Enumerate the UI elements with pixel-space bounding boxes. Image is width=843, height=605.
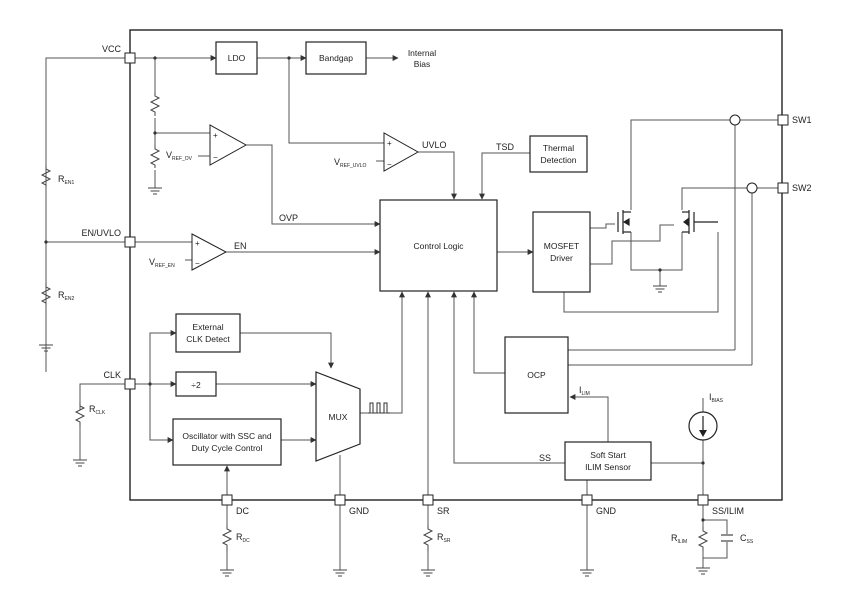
rilim-label: RILIM xyxy=(671,533,687,545)
bandgap-block: Bandgap xyxy=(305,41,367,75)
svg-text:MOSFET: MOSFET xyxy=(544,241,579,251)
uvlo-comparator: + − xyxy=(383,132,420,172)
divide-by-two-block: ÷2 xyxy=(175,371,217,397)
junction-dots xyxy=(44,56,705,522)
sr-pin xyxy=(422,494,434,506)
mosfet-sw2-icon xyxy=(682,210,718,234)
vcc-pin xyxy=(124,52,136,64)
ground-symbols xyxy=(39,187,710,577)
soft-start-block: Soft Start ILIM Sensor xyxy=(564,441,652,481)
clk-label: CLK xyxy=(103,370,121,380)
svg-text:LDO: LDO xyxy=(228,53,246,63)
clock-pulse-icon xyxy=(368,402,390,414)
sw1-sense-node xyxy=(729,114,741,126)
svg-text:Driver: Driver xyxy=(550,253,573,263)
ren1-label: REN1 xyxy=(58,174,74,186)
internal-bias-label: Internal xyxy=(408,48,436,58)
dc-pin xyxy=(221,494,233,506)
svg-text:Bandgap: Bandgap xyxy=(319,53,353,63)
ic-outline xyxy=(129,29,783,501)
dc-label: DC xyxy=(236,506,249,516)
svg-text:CLK Detect: CLK Detect xyxy=(186,334,230,344)
sw2-label: SW2 xyxy=(792,183,812,193)
ss-ilim-pin xyxy=(697,494,709,506)
rilim-resistor xyxy=(697,527,709,551)
ldo-block: LDO xyxy=(215,41,258,75)
svg-text:ILIM Sensor: ILIM Sensor xyxy=(585,462,631,472)
svg-text:External: External xyxy=(192,322,223,332)
vref-uvlo-label: VREF_UVLO xyxy=(334,157,367,169)
gnd-pin-2 xyxy=(581,494,593,506)
svg-text:−: − xyxy=(387,160,392,169)
en-uvlo-label: EN/UVLO xyxy=(81,228,121,238)
current-source-icon xyxy=(688,411,718,441)
gnd-pin-1 xyxy=(334,494,346,506)
svg-text:Duty Cycle Control: Duty Cycle Control xyxy=(192,443,263,453)
vref-ov-label: VREF_OV xyxy=(166,150,193,162)
mosfet-driver-block: MOSFET Driver xyxy=(532,211,591,293)
svg-text:+: + xyxy=(195,239,200,248)
ovp-comparator: + − xyxy=(209,124,248,166)
rsr-resistor xyxy=(422,525,434,551)
rsr-label: RSR xyxy=(437,532,451,544)
ren2-label: REN2 xyxy=(58,290,74,302)
ext-clk-detect-block: External CLK Detect xyxy=(175,313,241,353)
uvlo-signal-label: UVLO xyxy=(422,140,447,150)
en-signal-label: EN xyxy=(234,241,247,251)
svg-text:Oscillator with SSC and: Oscillator with SSC and xyxy=(182,431,272,441)
oscillator-block: Oscillator with SSC and Duty Cycle Contr… xyxy=(172,418,282,466)
vref-en-label: VREF_EN xyxy=(149,257,175,269)
svg-text:Control Logic: Control Logic xyxy=(413,241,464,251)
ren2-resistor xyxy=(40,283,52,307)
ibias-signal-label: IBIAS xyxy=(709,392,724,404)
ocp-block: OCP xyxy=(504,336,569,414)
gnd-label-2: GND xyxy=(596,506,617,516)
en-comparator: + − xyxy=(191,233,228,271)
sw1-pin xyxy=(777,114,789,126)
svg-text:÷2: ÷2 xyxy=(191,380,201,390)
ss-signal-label: SS xyxy=(539,453,551,463)
ss-ilim-label: SS/ILIM xyxy=(712,506,744,516)
svg-text:MUX: MUX xyxy=(329,412,348,422)
css-capacitor xyxy=(721,534,733,542)
en-uvlo-pin xyxy=(124,236,136,248)
ilim-signal-label: ILIM xyxy=(579,385,590,397)
sw2-sense-node xyxy=(746,182,758,194)
svg-text:−: − xyxy=(195,259,200,268)
thermal-detection-block: Thermal Detection xyxy=(529,135,588,173)
tsd-signal-label: TSD xyxy=(496,142,515,152)
rdc-resistor xyxy=(221,525,233,551)
gnd-label-1: GND xyxy=(349,506,370,516)
svg-text:Detection: Detection xyxy=(541,155,577,165)
rclk-resistor xyxy=(74,402,86,426)
vcc-label: VCC xyxy=(102,44,122,54)
ovp-signal-label: OVP xyxy=(279,213,298,223)
css-label: CSS xyxy=(740,533,754,545)
mux-block: MUX xyxy=(315,371,361,462)
svg-text:Thermal: Thermal xyxy=(543,143,574,153)
wires xyxy=(45,55,778,570)
sw2-pin xyxy=(777,182,789,194)
clk-pin xyxy=(124,378,136,390)
rdc-label: RDC xyxy=(236,532,250,544)
svg-text:Soft Start: Soft Start xyxy=(590,450,626,460)
rclk-label: RCLK xyxy=(89,404,106,416)
sw1-label: SW1 xyxy=(792,115,812,125)
ren1-resistor xyxy=(40,165,52,189)
control-logic-block: Control Logic xyxy=(379,199,498,292)
mosfet-sw1-icon xyxy=(617,210,631,234)
svg-text:+: + xyxy=(213,131,218,140)
pins xyxy=(124,52,789,506)
sr-label: SR xyxy=(437,506,450,516)
svg-text:−: − xyxy=(213,153,218,162)
svg-text:OCP: OCP xyxy=(527,370,546,380)
resistors xyxy=(40,92,709,551)
internal-bias-label-2: Bias xyxy=(414,59,431,69)
svg-text:+: + xyxy=(387,139,392,148)
